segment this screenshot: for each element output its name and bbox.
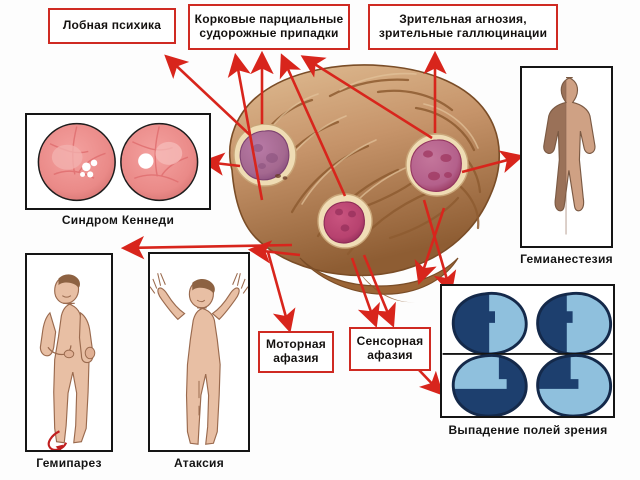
callout-text-line-2: афазия [367, 348, 413, 362]
callout-text-line-1: Зрительная агнозия, [399, 12, 527, 27]
panel-kennedy-syndrome [25, 113, 211, 210]
arrow-to-kennedy [200, 152, 241, 176]
panel-caption-hemiparesis: Гемипарез [36, 456, 102, 470]
arrow-to-visual-field-loss-a [422, 199, 457, 295]
callout-frontal-psyche[interactable]: Лобная психика [48, 8, 176, 44]
panel-caption-visual-field-loss: Выпадение полей зрения [448, 423, 608, 437]
callout-sensory-aphasia[interactable]: Сенсорная афазия [349, 327, 431, 371]
callout-text-line-2: афазия [273, 351, 319, 365]
callout-text: Лобная психика [62, 18, 162, 33]
panel-hemianesthesia [520, 66, 613, 248]
fundus-pair-art [37, 122, 199, 202]
arrow-to-sensory-aphasia-a [350, 257, 380, 328]
callout-text-line-2: судорожные припадки [199, 26, 339, 40]
arrow-to-ataxia [247, 240, 301, 264]
callout-text-line-1: Сенсорная [356, 334, 424, 349]
arrow-to-motor-aphasia [266, 251, 296, 334]
tumor-occipital [405, 133, 469, 197]
callout-text-line-1: Корковые парциальные [194, 12, 344, 27]
body-shaded-art [543, 76, 596, 235]
body-hemiparesis-art [39, 274, 96, 450]
panel-hemiparesis [25, 253, 113, 452]
arrow-to-sensory-aphasia-b [362, 254, 396, 328]
callout-text-line-2: зрительные галлюцинации [378, 26, 548, 40]
panel-caption-hemianesthesia: Гемианестезия [520, 252, 613, 266]
callout-motor-aphasia[interactable]: Моторная афазия [258, 331, 334, 373]
callout-text-line-1: Моторная [266, 337, 326, 352]
callout-cortical-partial-seizures[interactable]: Корковые парциальные судорожные припадки [188, 4, 350, 50]
arrow-to-frontal-psyche [164, 54, 251, 136]
panel-caption-kennedy-syndrome: Синдром Кеннеди [61, 213, 175, 227]
panel-visual-field-loss [440, 284, 615, 418]
arrow-to-seizures-c [279, 53, 347, 197]
panel-caption-ataxia: Атаксия [173, 456, 225, 470]
visual-fields-art [442, 291, 613, 416]
tumor-central [317, 193, 373, 249]
panel-ataxia [148, 252, 250, 452]
callout-visual-agnosia-hallucinations[interactable]: Зрительная агнозия, зрительные галлюцина… [368, 4, 558, 50]
arrow-to-hemianesthesia [461, 150, 525, 174]
body-ataxia-art [150, 273, 248, 445]
arrow-to-hemiparesis [120, 235, 293, 260]
arrow-to-seizures-a [227, 52, 264, 201]
arrow-to-visual-field-loss-b [414, 207, 446, 285]
arrow-to-seizures-d [300, 55, 433, 140]
